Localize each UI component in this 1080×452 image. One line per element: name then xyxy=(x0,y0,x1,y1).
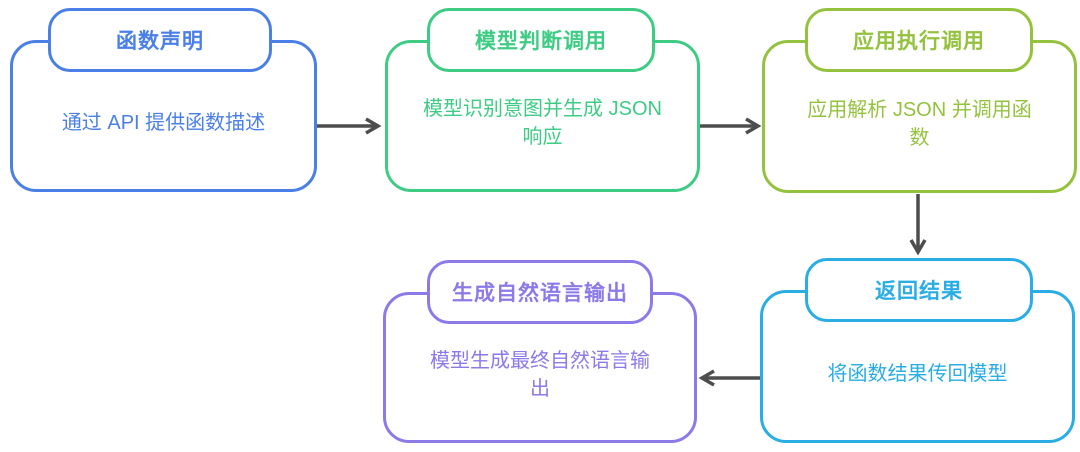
arrow-decide-to-execute-icon xyxy=(700,117,762,135)
node-body-text: 模型生成最终自然语言输 出 xyxy=(430,349,650,400)
node-body-text: 应用解析 JSON 并调用函 数 xyxy=(807,98,1032,149)
node-natural-language-output-tab: 生成自然语言输出 xyxy=(427,260,653,324)
node-app-executes-call-tab: 应用执行调用 xyxy=(805,8,1033,72)
arrow-declaration-to-decide-icon xyxy=(317,117,382,135)
node-model-decides-call-tab: 模型判断调用 xyxy=(427,8,655,72)
node-title-label: 函数声明 xyxy=(116,30,204,53)
node-body-text: 通过 API 提供函数描述 xyxy=(61,112,266,134)
arrow-execute-to-return-icon xyxy=(909,194,927,256)
node-body-text: 将函数结果传回模型 xyxy=(827,362,1008,385)
node-title-label: 模型判断调用 xyxy=(475,30,607,53)
node-title-label: 应用执行调用 xyxy=(853,30,985,53)
node-title-label: 生成自然语言输出 xyxy=(452,282,628,305)
node-return-result-tab: 返回结果 xyxy=(805,258,1033,322)
node-function-declaration-tab: 函数声明 xyxy=(48,8,272,72)
node-body-text: 模型识别意图并生成 JSON 响应 xyxy=(423,98,662,148)
node-title-label: 返回结果 xyxy=(875,280,963,303)
arrow-return-to-output-icon xyxy=(698,369,760,387)
